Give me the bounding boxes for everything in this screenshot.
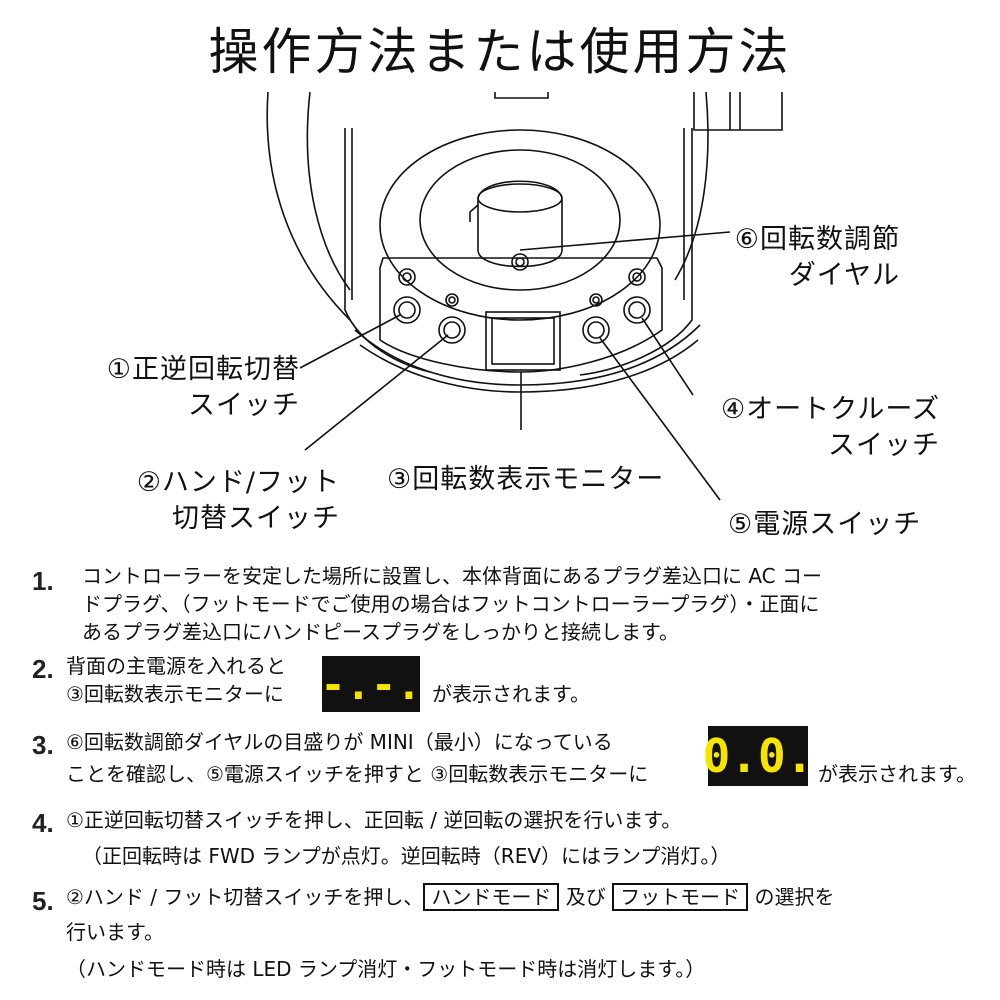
step-2-line: ③回転数表示モニターに [66, 682, 284, 706]
monitor-display-ready: 0.0. [703, 726, 813, 786]
callout-auto-cruise-switch: ④オートクルーズ スイッチ [720, 394, 940, 461]
foot-mode-label: フットモード [612, 883, 749, 911]
page-title: 操作方法または使用方法 [208, 23, 792, 81]
step-1-line: コントローラーを安定した場所に設置し、本体背面にあるプラグ差込口に AC コー [82, 564, 823, 588]
step-number: 5. [32, 886, 54, 916]
callout-monitor: ③回転数表示モニター [387, 464, 665, 495]
callout-hand-foot-switch: ②ハンド/フット 切替スイッチ [136, 467, 340, 534]
step-2-line: が表示されます。 [432, 682, 590, 706]
step-5-line: 行います。 [66, 920, 164, 944]
step-5-text: の選択を [754, 885, 835, 909]
step-number: 4. [32, 808, 54, 838]
callout-fwd-rev-switch: ①正逆回転切替 スイッチ [106, 354, 300, 421]
callout-dial: ⑥回転数調節 ダイヤル [734, 224, 900, 291]
step-5-text: ②ハンド / フット切替スイッチを押し、 [66, 885, 424, 909]
step-5-line: ②ハンド / フット切替スイッチを押し、ハンドモード 及び フットモード の選択… [66, 883, 834, 911]
monitor-display-standby: -.-. [320, 656, 422, 712]
step-5-line: （ハンドモード時は LED ランプ消灯・フットモード時は消灯します。） [66, 957, 706, 981]
step-5-text: 及び [565, 885, 606, 909]
step-number: 3. [32, 730, 54, 760]
hand-mode-label: ハンドモード [423, 883, 560, 911]
step-1-line: あるプラグ差込口にハンドピースプラグをしっかりと接続します。 [82, 620, 679, 644]
step-3-line: ことを確認し、⑤電源スイッチを押すと ③回転数表示モニターに [66, 762, 649, 786]
step-3-line: が表示されます。 [818, 762, 976, 786]
step-4-line: ①正逆回転切替スイッチを押し、正回転 / 逆回転の選択を行います。 [66, 808, 682, 832]
step-number: 2. [32, 654, 54, 684]
step-number: 1. [32, 566, 54, 596]
step-1-line: ドプラグ、（フットモードでご使用の場合はフットコントローラープラグ）・正面に [82, 592, 820, 616]
callout-power-switch: ⑤電源スイッチ [728, 509, 922, 540]
step-2-line: 背面の主電源を入れると [66, 654, 286, 678]
step-3-line: ⑥回転数調節ダイヤルの目盛りが MINI（最小）になっている [66, 730, 613, 754]
step-4-line: （正回転時は FWD ランプが点灯。逆回転時（REV）にはランプ消灯。） [82, 844, 731, 868]
